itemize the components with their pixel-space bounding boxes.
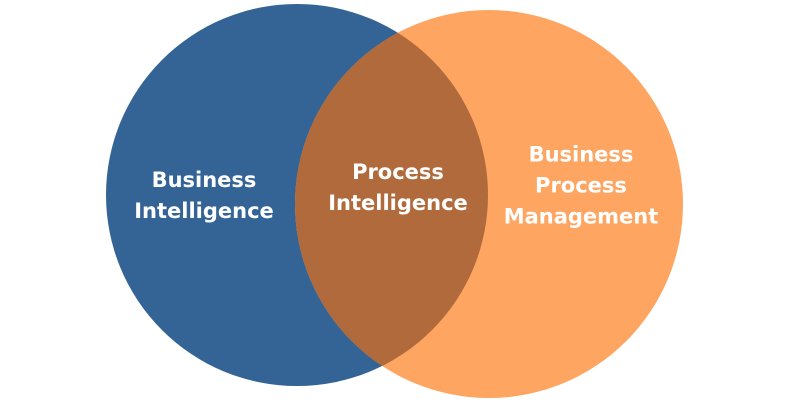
business-process-management-label: Business Process Management xyxy=(504,140,659,233)
business-intelligence-line-1: Business xyxy=(151,168,257,192)
business-intelligence-line-2: Intelligence xyxy=(134,199,274,223)
process-intelligence-label: Process Intelligence xyxy=(328,157,468,219)
process-intelligence-line-2: Intelligence xyxy=(328,191,468,215)
business-process-management-line-1: Business xyxy=(528,142,634,167)
business-intelligence-label: Business Intelligence xyxy=(134,165,274,227)
process-intelligence-overlap xyxy=(295,10,488,386)
business-process-management-line-3: Management xyxy=(503,204,659,229)
business-process-management-line-2: Process xyxy=(535,173,627,198)
process-intelligence-line-1: Process xyxy=(352,160,444,184)
